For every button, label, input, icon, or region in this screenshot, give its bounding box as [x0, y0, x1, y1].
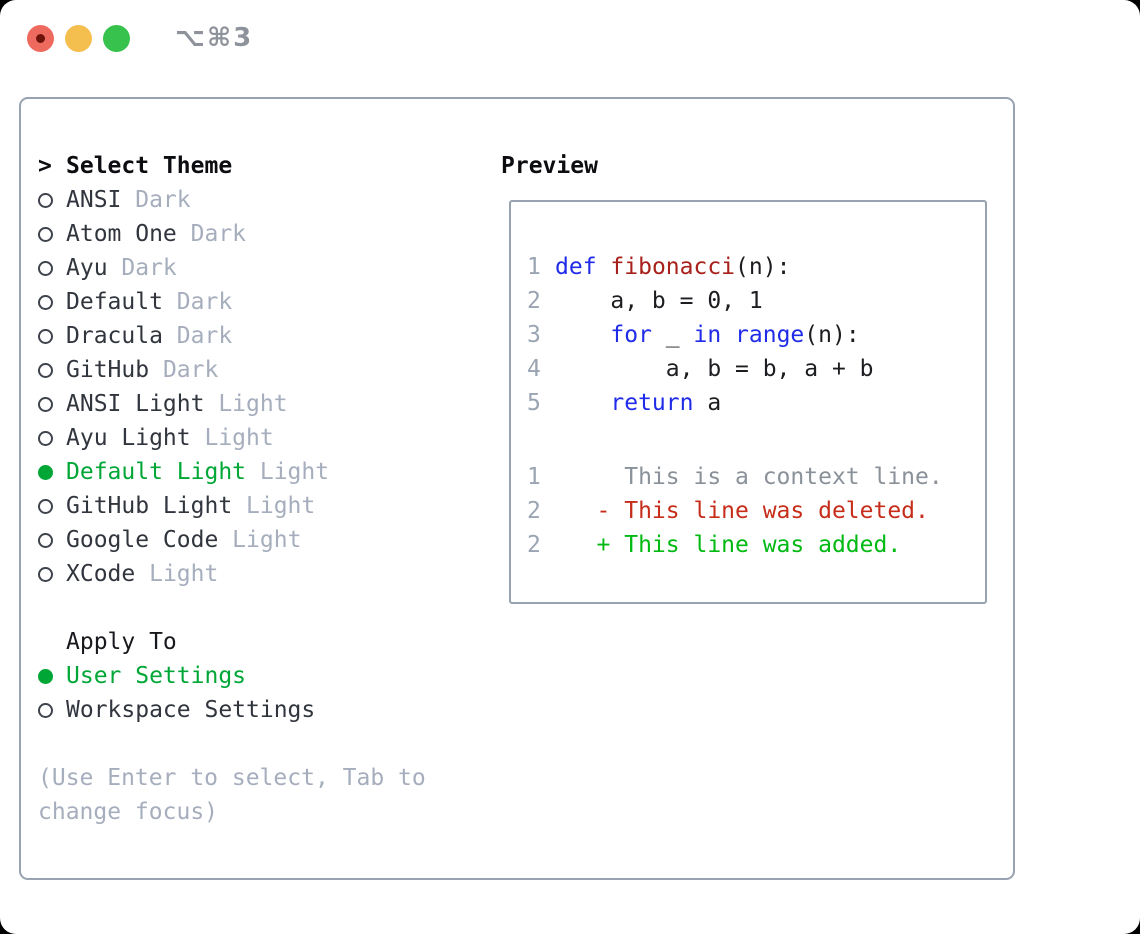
- option-variant-label: Light: [204, 391, 288, 417]
- option-label: Workspace Settings: [66, 697, 316, 723]
- option-label: Default Light: [66, 459, 247, 485]
- option-variant-label: Dark: [162, 289, 233, 315]
- radio-icon: [38, 294, 53, 310]
- option-label: Atom One: [66, 221, 177, 247]
- theme-option-atom-one[interactable]: Atom One Dark: [38, 217, 480, 251]
- theme-option-default-light[interactable]: Default Light Light: [38, 455, 480, 489]
- theme-option-ansi[interactable]: ANSI Dark: [38, 183, 480, 217]
- window-shortcut-label: ⌥⌘3: [175, 23, 254, 53]
- theme-option-ayu-light[interactable]: Ayu Light Light: [38, 421, 480, 455]
- option-variant-label: Light: [232, 493, 316, 519]
- option-variant-label: Dark: [176, 221, 247, 247]
- focus-caret-icon: >: [38, 153, 52, 179]
- code-line: 5 return a: [527, 386, 985, 420]
- apply-option-user-settings[interactable]: User Settings: [38, 659, 480, 693]
- theme-option-dracula[interactable]: Dracula Dark: [38, 319, 480, 353]
- theme-option-ansi-light[interactable]: ANSI Light Light: [38, 387, 480, 421]
- line-number: 2: [527, 288, 541, 314]
- line-number: 1: [527, 464, 541, 490]
- code-line: 3 for _ in range(n):: [527, 318, 985, 352]
- option-label: XCode: [66, 561, 136, 587]
- diff-line-del: 2 - This line was deleted.: [527, 494, 985, 528]
- theme-option-ayu[interactable]: Ayu Dark: [38, 251, 480, 285]
- spacer: [38, 727, 480, 761]
- traffic-light-minimize-icon[interactable]: [65, 24, 92, 52]
- spacer: [38, 591, 480, 625]
- unsaved-dot-icon: [36, 33, 45, 43]
- option-variant-label: Light: [218, 527, 302, 553]
- option-label: User Settings: [66, 663, 247, 689]
- option-variant-label: Light: [190, 425, 274, 451]
- line-number: 3: [527, 322, 541, 348]
- theme-option-github-light[interactable]: GitHub Light Light: [38, 489, 480, 523]
- option-label: Default: [66, 289, 163, 315]
- diff-line-ctx: 1 This is a context line.: [527, 460, 985, 494]
- option-label: Dracula: [66, 323, 163, 349]
- radio-icon: [38, 260, 53, 276]
- radio-icon: [38, 566, 53, 582]
- radio-selected-icon: [38, 464, 53, 480]
- theme-option-github[interactable]: GitHub Dark: [38, 353, 480, 387]
- window-titlebar: ⌥⌘3: [27, 23, 254, 53]
- code-line: 2 a, b = 0, 1: [527, 284, 985, 318]
- radio-icon: [38, 328, 53, 344]
- apply-to-heading: Apply To: [38, 625, 480, 659]
- option-variant-label: Dark: [162, 323, 233, 349]
- select-theme-heading: > Select Theme: [38, 149, 480, 183]
- line-number: 5: [527, 390, 541, 416]
- option-variant-label: Dark: [149, 357, 219, 383]
- code-diff-gap: [527, 420, 985, 460]
- line-number: 4: [527, 356, 541, 382]
- code-line: 4 a, b = b, a + b: [527, 352, 985, 386]
- theme-option-google-code[interactable]: Google Code Light: [38, 523, 480, 557]
- radio-selected-icon: [38, 668, 53, 684]
- traffic-light-zoom-icon[interactable]: [103, 24, 130, 52]
- radio-icon: [38, 532, 53, 548]
- radio-icon: [38, 498, 53, 514]
- theme-option-default[interactable]: Default Dark: [38, 285, 480, 319]
- radio-icon: [38, 396, 53, 412]
- option-variant-label: Light: [246, 459, 330, 485]
- line-number: 1: [527, 254, 541, 280]
- traffic-light-close-icon[interactable]: [27, 24, 54, 52]
- line-number: 2: [527, 498, 541, 524]
- radio-icon: [38, 702, 53, 718]
- apply-option-workspace-settings[interactable]: Workspace Settings: [38, 693, 480, 727]
- select-theme-heading-label: Select Theme: [66, 153, 233, 179]
- apply-to-heading-label: Apply To: [66, 629, 177, 655]
- keyboard-hint: (Use Enter to select, Tab to change focu…: [38, 765, 426, 825]
- option-variant-label: Dark: [107, 255, 177, 281]
- option-label: ANSI: [66, 187, 122, 213]
- line-number: 2: [527, 532, 541, 558]
- radio-icon: [38, 226, 53, 242]
- option-variant-label: Dark: [121, 187, 191, 213]
- option-label: Ayu Light: [66, 425, 191, 451]
- option-label: Google Code: [66, 527, 219, 553]
- option-label: Ayu: [66, 255, 108, 281]
- option-label: GitHub: [66, 357, 150, 383]
- preview-heading: Preview: [501, 153, 598, 179]
- radio-icon: [38, 362, 53, 378]
- radio-icon: [38, 192, 53, 208]
- diff-line-add: 2 + This line was added.: [527, 528, 985, 562]
- option-label: ANSI Light: [66, 391, 205, 417]
- option-label: GitHub Light: [66, 493, 233, 519]
- radio-icon: [38, 430, 53, 446]
- theme-option-xcode[interactable]: XCode Light: [38, 557, 480, 591]
- option-variant-label: Light: [135, 561, 219, 587]
